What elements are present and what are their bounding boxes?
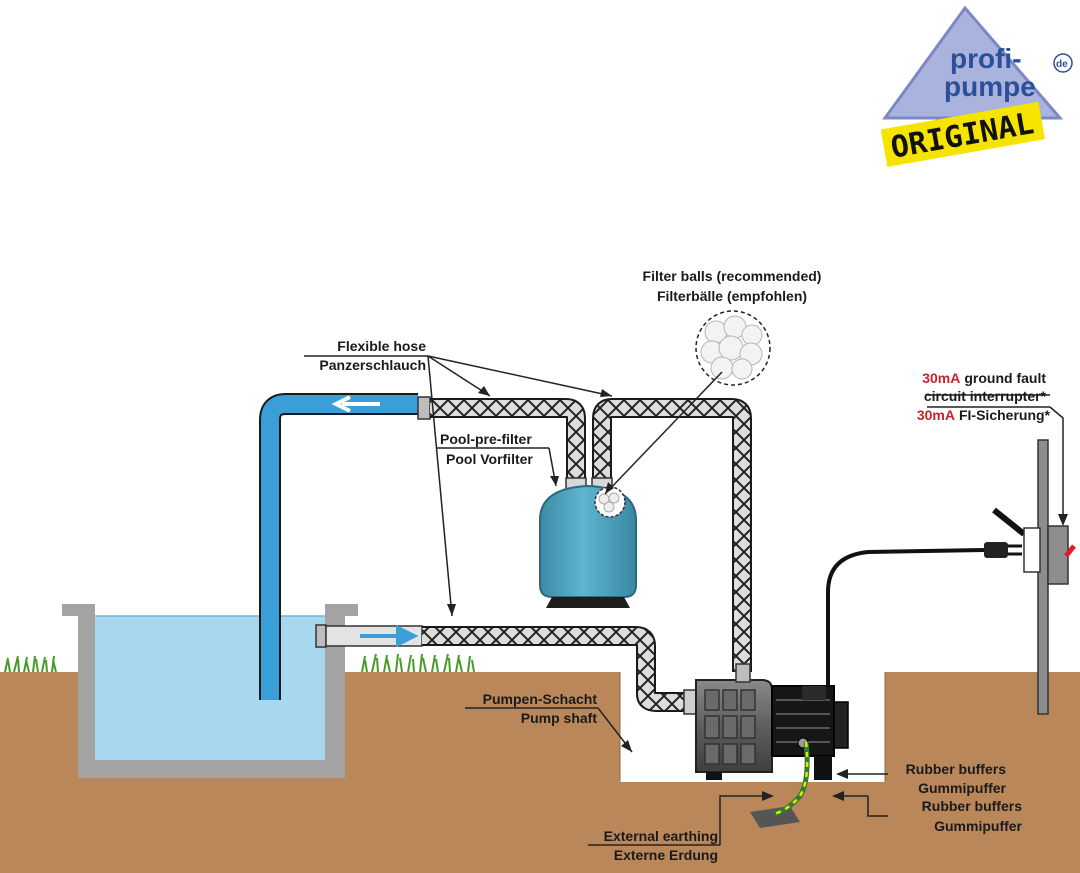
suction-pipe bbox=[315, 624, 423, 648]
power-plug-icon bbox=[984, 542, 1022, 558]
return-pipe bbox=[259, 393, 431, 700]
rubber-buffer bbox=[814, 756, 832, 780]
label-rubber-buffers-en-1: Rubber buffers bbox=[906, 761, 1007, 777]
label-fi-red-2: 30mA bbox=[917, 407, 955, 423]
socket bbox=[1023, 527, 1041, 573]
label-earthing-en: External earthing bbox=[604, 828, 718, 844]
label-filter-balls-en: Filter balls (recommended) bbox=[643, 268, 822, 284]
soil bbox=[0, 672, 60, 873]
return-flow-arrow-icon bbox=[331, 395, 380, 413]
label-pump-shaft-en: Pump shaft bbox=[521, 710, 598, 726]
pool bbox=[62, 604, 358, 778]
label-rubber-buffers-de-2: Gummipuffer bbox=[934, 818, 1022, 834]
label-rubber-buffers-en-2: Rubber buffers bbox=[922, 798, 1023, 814]
power-cable bbox=[826, 548, 985, 686]
label-rubber-buffers-de-1: Gummipuffer bbox=[918, 780, 1006, 796]
grass-right bbox=[361, 653, 475, 673]
label-fi-red-1: 30mA bbox=[922, 370, 960, 386]
pump bbox=[683, 663, 849, 780]
logo-brand-line1: profi- bbox=[950, 43, 1022, 74]
wall-and-fi-switch bbox=[992, 439, 1076, 715]
pool-pre-filter-tank bbox=[539, 477, 637, 608]
pool-water bbox=[95, 616, 325, 760]
label-flexible-hose-en: Flexible hose bbox=[337, 338, 426, 354]
suction-flow-arrow-icon bbox=[360, 624, 419, 648]
label-pre-filter-en: Pool-pre-filter bbox=[440, 431, 532, 447]
external-earthing bbox=[750, 741, 810, 828]
label-pump-shaft-de: Pumpen-Schacht bbox=[483, 691, 598, 707]
label-flexible-hose-de: Panzerschlauch bbox=[319, 357, 426, 373]
label-fi-de-text: FI-Sicherung* bbox=[959, 407, 1051, 423]
pool-wall bbox=[62, 604, 358, 778]
logo-brand-line2: pumpe bbox=[944, 71, 1036, 102]
label-fi-en-line2: circuit interrupter* bbox=[924, 388, 1047, 404]
label-pre-filter-de: Pool Vorfilter bbox=[446, 451, 533, 467]
logo-brand-suffix: de bbox=[1056, 59, 1068, 70]
label-fi-en-line1-text: ground fault bbox=[964, 370, 1046, 386]
filter-balls-bubble bbox=[695, 310, 771, 386]
grass-left bbox=[4, 655, 57, 673]
brand-logo: profi- pumpe de ORIGINAL bbox=[880, 5, 1073, 167]
leader-arrowheads bbox=[447, 386, 1068, 801]
flexible-hoses bbox=[422, 398, 752, 712]
diagram-labels: Filter balls (recommended) Filterbälle (… bbox=[319, 268, 1050, 863]
label-earthing-de: Externe Erdung bbox=[614, 847, 718, 863]
label-filter-balls-de: Filterbälle (empfohlen) bbox=[657, 288, 807, 304]
